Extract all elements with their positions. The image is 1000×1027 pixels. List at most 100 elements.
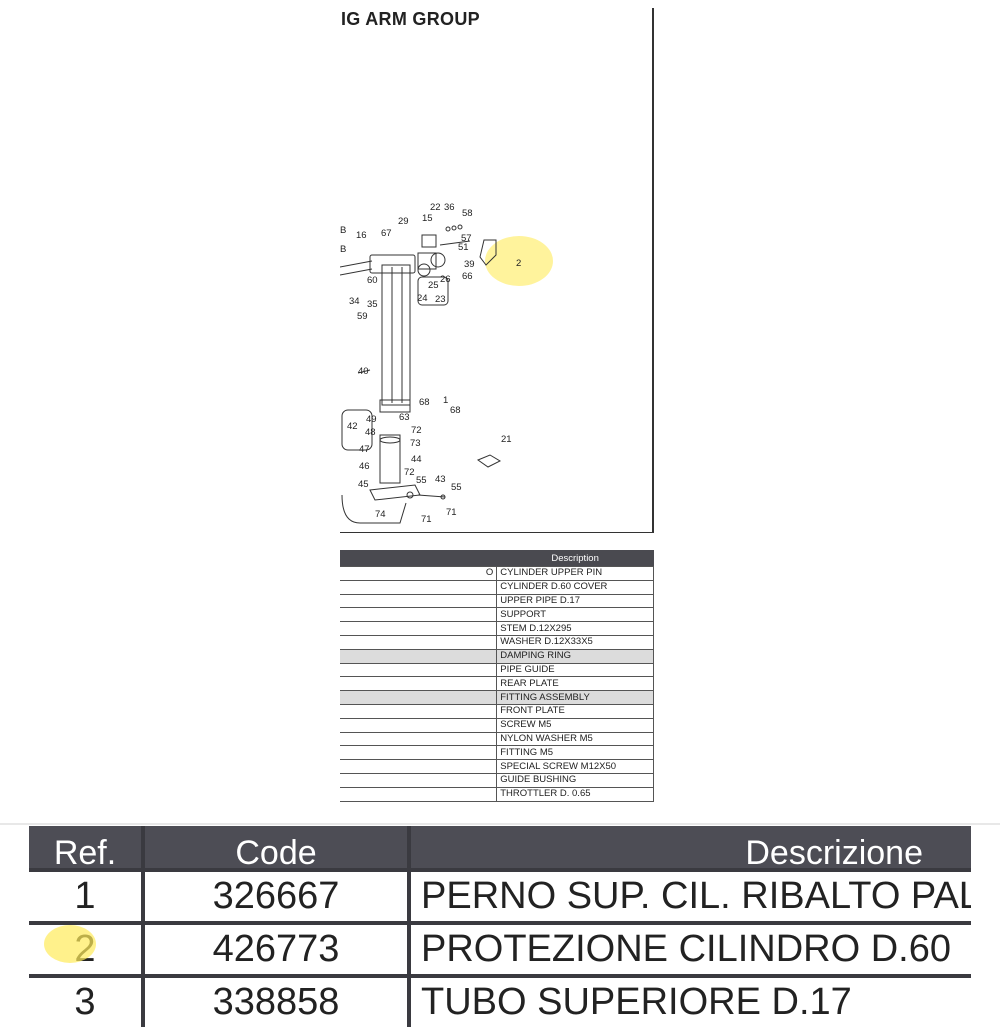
svg-text:45: 45	[358, 479, 369, 490]
small-row-description: CYLINDER D.60 COVER	[496, 579, 654, 595]
small-table-header-code	[340, 550, 497, 567]
svg-text:72: 72	[404, 467, 415, 478]
svg-text:39: 39	[464, 259, 475, 270]
svg-text:22: 22	[430, 202, 441, 213]
svg-text:55: 55	[416, 475, 427, 486]
small-row-description: REAR PLATE	[496, 676, 654, 692]
svg-text:72: 72	[411, 425, 422, 436]
table-row: 3 338858 TUBO SUPERIORE D.17	[29, 974, 971, 1027]
svg-text:48: 48	[365, 427, 376, 438]
row-ref: 1	[29, 868, 145, 923]
row-code: 326667	[143, 868, 411, 923]
svg-text:29: 29	[398, 216, 409, 227]
svg-text:73: 73	[410, 438, 421, 449]
small-row-description: SPECIAL SCREW M12X50	[496, 759, 654, 774]
small-row-description: SUPPORT	[496, 607, 654, 623]
table-row: UPPER PIPE D.17	[340, 593, 654, 609]
svg-text:46: 46	[359, 461, 370, 472]
diagram-border-bottom	[340, 532, 654, 533]
small-row-description: GUIDE BUSHING	[496, 772, 654, 788]
svg-text:2: 2	[516, 258, 521, 269]
table-row: SCREW M5	[340, 717, 654, 733]
svg-text:35: 35	[367, 299, 378, 310]
svg-text:21: 21	[501, 434, 512, 445]
document-title: IG ARM GROUP	[341, 9, 480, 29]
svg-text:44: 44	[411, 454, 422, 465]
svg-text:25: 25	[428, 280, 439, 291]
small-row-description: PIPE GUIDE	[496, 662, 654, 678]
highlight-ref-2	[44, 925, 96, 963]
svg-text:49: 49	[366, 414, 377, 425]
small-row-description: FRONT PLATE	[496, 703, 654, 719]
small-row-code	[340, 745, 498, 761]
svg-text:68: 68	[450, 405, 461, 416]
svg-text:36: 36	[444, 202, 455, 213]
svg-text:26: 26	[440, 274, 451, 285]
svg-text:51: 51	[458, 242, 469, 253]
row-code: 426773	[143, 921, 411, 976]
small-row-code	[340, 690, 498, 705]
header-code: Code	[143, 826, 411, 870]
small-row-code	[340, 731, 498, 747]
svg-text:1: 1	[443, 395, 448, 406]
row-description: PROTEZIONE CILINDRO D.60	[409, 921, 971, 976]
small-row-code	[340, 676, 498, 692]
small-row-code	[340, 621, 498, 636]
small-row-code	[340, 648, 498, 664]
small-row-description: WASHER D.12X33X5	[496, 634, 654, 650]
svg-text:43: 43	[435, 474, 446, 485]
parts-table-zoomed: Ref. Code Descrizione 1 326667 PERNO SUP…	[29, 826, 971, 1027]
row-description: PERNO SUP. CIL. RIBALTO PALO	[409, 868, 971, 923]
svg-text:47: 47	[359, 444, 370, 455]
table-row: DAMPING RING	[340, 648, 654, 664]
svg-text:24: 24	[417, 293, 428, 304]
zoom-separator	[0, 823, 1000, 825]
table-row: FITTING M5	[340, 745, 654, 761]
small-row-code	[340, 759, 498, 774]
svg-text:57: 57	[461, 233, 472, 244]
table-row: 1 326667 PERNO SUP. CIL. RIBALTO PALO	[29, 868, 971, 923]
small-row-description: THROTTLER D. 0.65	[496, 786, 654, 802]
small-row-description: FITTING ASSEMBLY	[496, 690, 654, 705]
svg-text:59: 59	[357, 311, 368, 322]
small-row-code	[340, 579, 498, 595]
svg-text:16: 16	[356, 230, 367, 241]
table-row: FITTING ASSEMBLY	[340, 690, 654, 705]
table-row: FRONT PLATE	[340, 703, 654, 719]
svg-text:68: 68	[419, 397, 430, 408]
small-row-code	[340, 772, 498, 788]
row-code: 338858	[143, 974, 411, 1027]
table-row: GUIDE BUSHING	[340, 772, 654, 788]
table-row: SUPPORT	[340, 607, 654, 623]
header-description: Descrizione	[409, 826, 971, 870]
svg-text:23: 23	[435, 294, 446, 305]
table-row: CYLINDER D.60 COVER	[340, 579, 654, 595]
small-row-description: SCREW M5	[496, 717, 654, 733]
small-row-code	[340, 717, 498, 733]
svg-text:71: 71	[446, 507, 457, 518]
table-row: WASHER D.12X33X5	[340, 634, 654, 650]
small-row-code	[340, 634, 498, 650]
header-ref: Ref.	[29, 826, 145, 870]
small-row-code	[340, 703, 498, 719]
svg-text:55: 55	[451, 482, 462, 493]
svg-text:15: 15	[422, 213, 433, 224]
svg-text:67: 67	[381, 228, 392, 239]
small-row-code: O	[340, 566, 498, 581]
table-row: THROTTLER D. 0.65	[340, 786, 654, 802]
small-row-description: NYLON WASHER M5	[496, 731, 654, 747]
post-outline	[381, 264, 411, 406]
small-row-description: DAMPING RING	[496, 648, 654, 664]
table-row: SPECIAL SCREW M12X50	[340, 759, 654, 774]
small-row-description: STEM D.12X295	[496, 621, 654, 636]
table-row: 2 426773 PROTEZIONE CILINDRO D.60	[29, 921, 971, 976]
small-row-code	[340, 786, 498, 802]
svg-text:40: 40	[358, 366, 369, 377]
svg-text:42: 42	[347, 421, 358, 432]
svg-text:71: 71	[421, 514, 432, 525]
svg-text:B: B	[340, 244, 346, 255]
svg-text:34: 34	[349, 296, 360, 307]
